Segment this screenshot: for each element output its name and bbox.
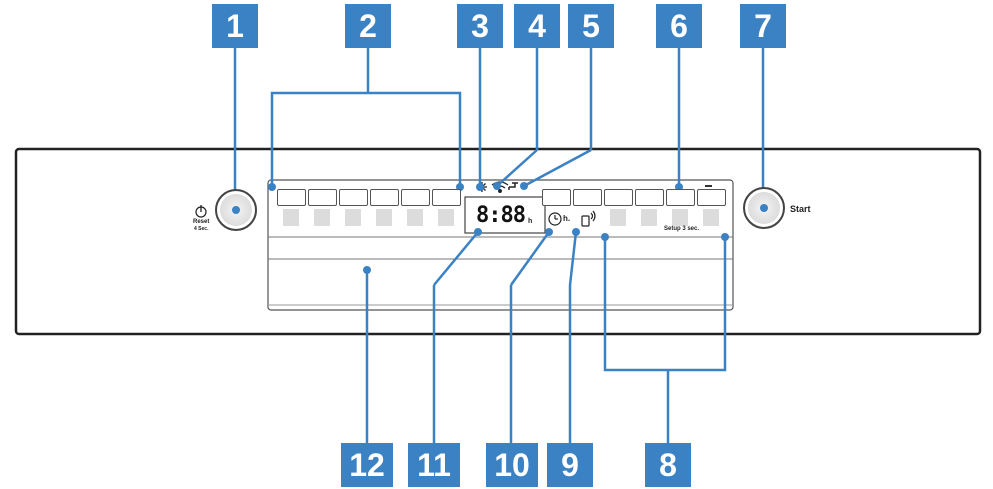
program-button-5[interactable] <box>401 189 430 206</box>
option-button-5[interactable] <box>666 189 695 206</box>
callout-7: 7 <box>740 4 786 48</box>
setup-label: Setup 3 sec. <box>664 226 700 232</box>
display-unit: h <box>528 218 533 225</box>
reset-label: Reset <box>193 219 210 225</box>
program-tile-6 <box>438 209 454 226</box>
option-button-6[interactable] <box>697 189 726 206</box>
reset-sub-label: 4 Sec. <box>194 226 209 232</box>
callout-11: 11 <box>408 443 460 487</box>
callout-4: 4 <box>514 4 560 48</box>
program-button-3[interactable] <box>339 189 368 206</box>
callout-1: 1 <box>212 4 258 48</box>
power-dial-center <box>232 206 240 214</box>
program-button-6[interactable] <box>432 189 461 206</box>
remote-start-icon <box>581 210 596 227</box>
callout-9: 9 <box>547 443 593 487</box>
program-tile-2 <box>314 209 330 226</box>
appliance-panel <box>14 147 982 336</box>
program-tile-4 <box>376 209 392 226</box>
option-tile-4 <box>641 209 657 226</box>
program-button-2[interactable] <box>308 189 337 206</box>
power-icon <box>195 205 207 218</box>
callout-12: 12 <box>341 443 393 487</box>
control-frame <box>267 179 734 311</box>
option-button-2[interactable] <box>573 189 602 206</box>
leader-lines <box>233 46 765 447</box>
start-label: Start <box>790 204 811 214</box>
option-button-1[interactable] <box>542 189 571 206</box>
display-digits: 8:88 <box>476 203 526 228</box>
program-tile-3 <box>345 209 361 226</box>
option-tile-3 <box>610 209 626 226</box>
option-button-3[interactable] <box>604 189 633 206</box>
clock-icon <box>548 212 562 226</box>
display-window <box>464 196 546 234</box>
power-dial[interactable] <box>215 189 257 231</box>
program-button-4[interactable] <box>370 189 399 206</box>
faucet-icon <box>508 182 518 190</box>
start-dial-center <box>760 204 768 212</box>
start-dial[interactable] <box>743 187 785 229</box>
indicator-mark <box>705 185 712 187</box>
callout-10: 10 <box>486 443 538 487</box>
callout-3: 3 <box>457 4 503 48</box>
program-button-1[interactable] <box>277 189 306 206</box>
option-tile-6 <box>703 209 719 226</box>
program-tile-5 <box>407 209 423 226</box>
callout-2: 2 <box>345 4 391 48</box>
timer-unit: h. <box>563 214 571 223</box>
callout-8: 8 <box>645 443 691 487</box>
callout-5: 5 <box>568 4 614 48</box>
callout-6: 6 <box>656 4 702 48</box>
program-tile-1 <box>283 209 299 226</box>
option-button-4[interactable] <box>635 189 664 206</box>
option-tile-5 <box>672 209 688 226</box>
